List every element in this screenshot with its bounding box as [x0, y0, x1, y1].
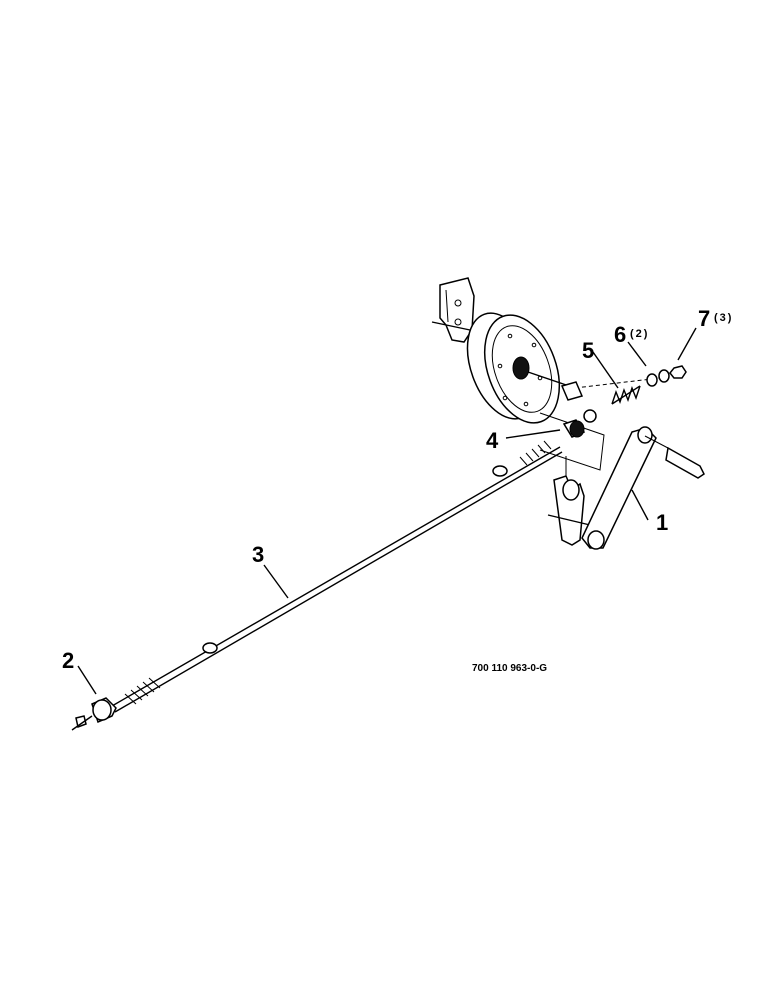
- callout-5: 5: [582, 338, 594, 363]
- callout-2: 2: [62, 648, 74, 673]
- callout-1: 1: [656, 510, 668, 535]
- upper-bracket: [431, 277, 475, 343]
- drawing-number: 700 110 963-0-G: [472, 663, 547, 674]
- sleeve-part-4: [562, 419, 586, 438]
- callout-6-quantity: (2): [630, 328, 649, 340]
- washer-part-6: [646, 369, 670, 387]
- rod-part-3: [111, 440, 563, 713]
- bolt: [644, 435, 705, 479]
- spacer-sleeve: [560, 381, 584, 401]
- callout-3: 3: [252, 542, 264, 567]
- nut-part-7: [669, 365, 687, 379]
- callout-7-quantity: (3): [714, 312, 733, 324]
- lever-arm-part-1: [581, 426, 657, 550]
- pulley-wheel: [466, 312, 561, 424]
- callout-6: 6: [614, 322, 626, 347]
- callout-4: 4: [486, 428, 499, 453]
- lower-clevis-bracket: [547, 475, 591, 546]
- callout-7: 7: [698, 306, 710, 331]
- leader-lines: [77, 327, 697, 695]
- spring-part-5: [611, 385, 641, 405]
- end-fitting-part-2: [71, 697, 117, 731]
